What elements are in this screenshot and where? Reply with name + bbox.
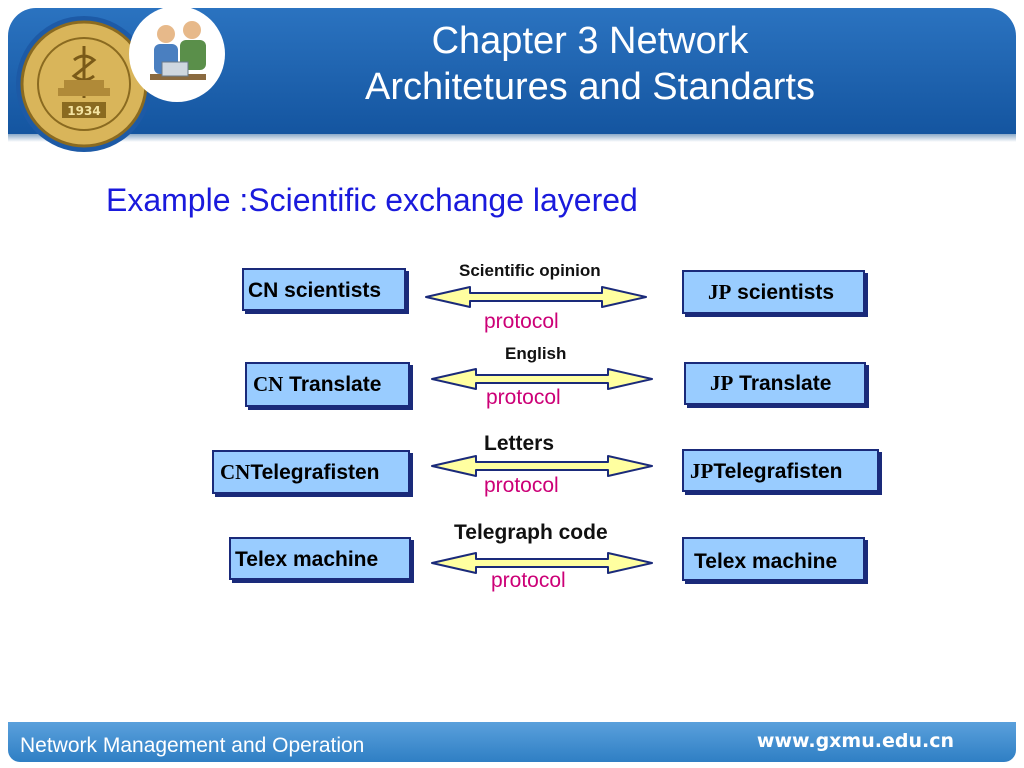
left-box-layer-3-tag: CN [220,460,251,484]
left-box-layer-1-text: CN scientists [248,279,382,302]
protocol-label-layer-2: protocol [486,386,561,409]
channel-label-layer-4: Telegraph code [454,521,608,544]
people-illustration [129,6,225,102]
slide-title-line2: Architetures and Standarts [365,66,815,108]
left-box-layer-3-text: Telegrafisten [250,461,380,484]
right-box-layer-1-tag: JP [708,280,732,304]
left-box-layer-3: CNTelegrafisten [212,450,410,494]
footer-website: www.gxmu.edu.cn [756,730,954,752]
footer-band [8,722,1016,762]
footer-course-name: Network Management and Operation [20,734,365,757]
right-box-layer-1: JP scientists [682,270,865,314]
slide-title-line1: Chapter 3 Network [431,20,749,62]
left-box-layer-2: CN Translate [245,362,410,407]
example-subtitle: Example :Scientific exchange layered [106,182,638,218]
protocol-label-layer-4: protocol [491,569,566,592]
left-box-layer-2-text: Translate [283,373,382,396]
right-box-layer-1-text: scientists [731,281,835,304]
arrow-layer-1 [425,286,647,308]
protocol-label-layer-1: protocol [484,310,559,333]
channel-label-layer-3: Letters [484,432,555,455]
right-box-layer-2: JP Translate [684,362,866,405]
protocol-label-layer-3: protocol [484,474,559,497]
right-box-layer-3-tag: JP [690,459,714,483]
left-box-layer-4-text: Telex machine [235,548,379,571]
right-box-layer-2-tag: JP [710,371,734,395]
right-box-layer-4-text: Telex machine [694,550,838,573]
logo-year: 1934 [67,104,100,118]
right-box-layer-3-text: Telegrafisten [713,460,843,483]
university-logo: 1934 [16,16,152,152]
left-box-layer-2-tag: CN [253,372,284,396]
right-box-layer-2-text: Translate [733,372,832,395]
arrow-layer-3 [431,455,653,477]
channel-label-layer-1: Scientific opinion [459,261,601,280]
right-box-layer-4: Telex machine [682,537,865,581]
left-box-layer-4: Telex machine [229,537,411,580]
left-box-layer-1: CN scientists [242,268,406,311]
right-box-layer-3: JPTelegrafisten [682,449,879,492]
header-shadow [8,134,1016,142]
channel-label-layer-2: English [505,344,567,363]
slide-title: Chapter 3 Network Architetures and Stand… [230,18,950,110]
